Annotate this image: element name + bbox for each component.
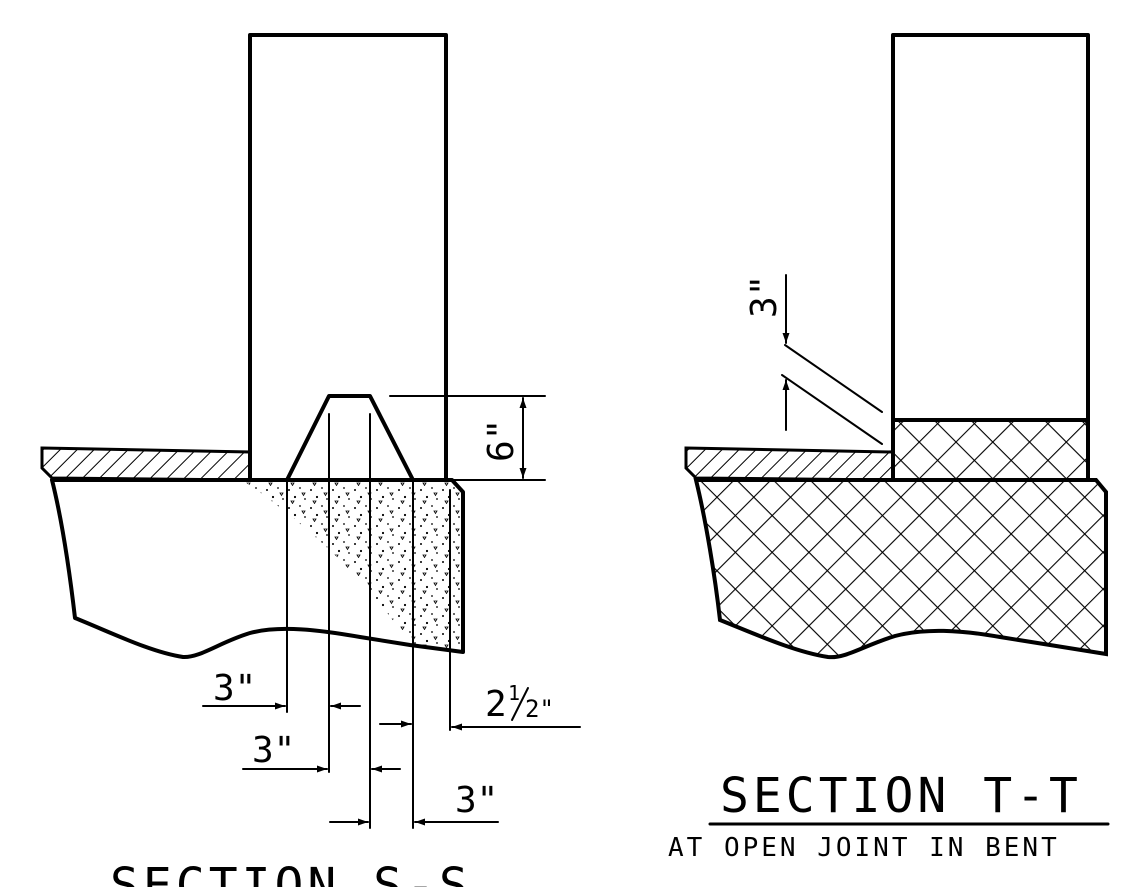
section-s-bent-cap bbox=[50, 478, 465, 660]
section-s-dim-right-num: 1 bbox=[508, 681, 520, 705]
section-s-dim-left-b-label: 3" bbox=[252, 730, 295, 771]
section-t-column bbox=[891, 33, 1090, 422]
section-t-t: 3" SECTION T-T AT OPEN JOINT IN BENT bbox=[668, 33, 1110, 863]
section-t-subtitle: AT OPEN JOINT IN BENT bbox=[668, 833, 1060, 863]
section-t-title: SECTION T-T bbox=[720, 768, 1082, 824]
section-s-deck-slab bbox=[40, 446, 252, 482]
section-t-joint-fill bbox=[891, 418, 1090, 482]
section-s-dim-bottom-label: 3" bbox=[455, 780, 498, 821]
section-t-dim-line-1 bbox=[784, 344, 883, 413]
section-s-dim-right-den: 2" bbox=[525, 695, 554, 723]
section-s-shear-key bbox=[285, 394, 415, 482]
section-s-title: SECTION S-S bbox=[110, 858, 472, 887]
section-s-dim-height-label: 6" bbox=[481, 419, 522, 462]
section-s-column bbox=[248, 33, 448, 482]
section-s-dim-left-a-label: 3" bbox=[213, 668, 256, 709]
section-t-dim-joint-label: 3" bbox=[744, 275, 785, 318]
section-s-s: 6" 3" 3" 2 1 2" 3" SECTION S-S bbox=[40, 33, 581, 887]
section-s-concrete-fill bbox=[245, 482, 462, 650]
section-t-deck-slab bbox=[684, 446, 895, 482]
section-t-dim-line-2 bbox=[781, 374, 883, 445]
section-t-bent-cap bbox=[693, 478, 1108, 660]
section-s-dim-right-slash bbox=[511, 687, 529, 721]
section-s-dim-right-whole: 2 bbox=[485, 684, 507, 725]
